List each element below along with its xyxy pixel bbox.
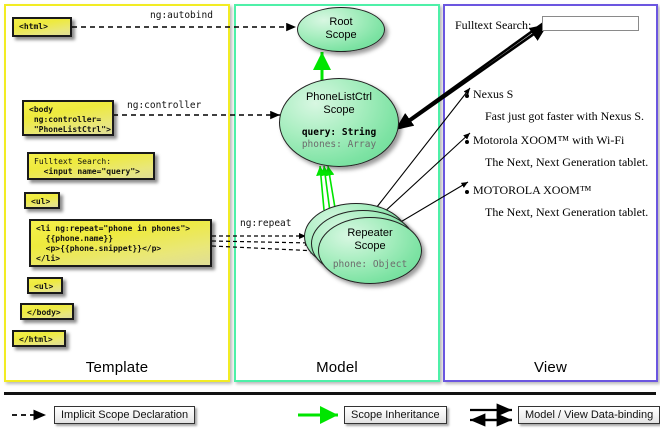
arrow-databinding-query-back <box>399 22 549 130</box>
scope-repeater-title-2: Scope <box>354 240 386 252</box>
view-search-label: Fulltext Search: <box>455 18 532 32</box>
template-box-html-open: <html> <box>12 17 72 37</box>
legend-divider <box>4 392 656 395</box>
fulltext-search-line2: <input name="query"> <box>34 167 140 176</box>
view-bullet-2 <box>465 140 469 144</box>
edge-label-ng-autobind: ng:autobind <box>150 10 213 21</box>
template-box-li-ngrepeat: <li ng:repeat="phone in phones"> {{phone… <box>29 219 212 267</box>
column-label-template: Template <box>85 359 149 376</box>
view-phone-snippet-3: The Next, Next Generation tablet. <box>485 205 649 219</box>
view-bullet-1 <box>465 94 469 98</box>
view-phone-snippet-2: The Next, Next Generation tablet. <box>485 155 649 169</box>
view-content: Fulltext Search: Nexus S Fast just got f… <box>443 4 654 378</box>
scope-phonelistctrl-title-2: Scope <box>323 104 355 116</box>
view-bullet-3 <box>465 190 469 194</box>
scope-root-title-2: Scope <box>325 29 357 41</box>
scope-phonelistctrl-title-1: PhoneListCtrl <box>305 91 373 103</box>
template-box-html-close: </html> <box>12 330 66 347</box>
arrow-ng-repeat-2 <box>211 239 313 246</box>
legend-scope-inheritance: Scope Inheritance <box>344 406 447 424</box>
column-view: View <box>443 4 658 382</box>
arrow-databinding-query <box>394 20 546 132</box>
view-phone-name-2: Motorola XOOM™ with Wi-Fi <box>473 133 625 147</box>
scope-root: Root Scope <box>297 7 385 52</box>
template-box-ul-open: <ul> <box>24 192 60 209</box>
fulltext-search-line1: Fulltext Search: <box>34 157 112 166</box>
scope-repeater-prop-phone: phone: Object <box>332 259 408 270</box>
legend-implicit-scope-declaration: Implicit Scope Declaration <box>54 406 196 424</box>
column-label-model: Model <box>316 359 358 376</box>
view-search-input[interactable] <box>542 16 639 31</box>
template-box-fulltext-search: Fulltext Search: <input name="query"> <box>27 152 155 180</box>
scope-root-title-1: Root <box>329 16 353 28</box>
scope-repeater: Repeater Scope phone: Object <box>318 217 422 284</box>
view-phone-name-3: MOTOROLA XOOM™ <box>473 183 592 197</box>
edge-label-ng-repeat: ng:repeat <box>240 218 292 229</box>
scope-repeater-title-1: Repeater <box>347 227 393 239</box>
template-box-body-controller: <body ng:controller= "PhoneListCtrl"> <box>22 100 114 136</box>
arrow-databinding-phone-1 <box>361 87 471 227</box>
template-box-body-close: </body> <box>20 303 74 320</box>
arrow-ng-repeat-3 <box>211 245 319 254</box>
legend-data-binding: Model / View Data-binding <box>518 406 660 424</box>
view-phone-name-1: Nexus S <box>473 87 514 101</box>
template-box-ul-close: <ul> <box>27 277 63 294</box>
column-label-view: View <box>533 359 568 376</box>
edge-label-ng-controller: ng:controller <box>127 100 202 111</box>
view-phone-snippet-1: Fast just got faster with Nexus S. <box>485 109 644 123</box>
scope-phonelistctrl-prop-phones: phones: Array <box>301 139 377 150</box>
scope-phonelistctrl: PhoneListCtrl Scope query: String phones… <box>279 78 399 167</box>
scope-phonelistctrl-prop-query: query: String <box>301 127 377 138</box>
